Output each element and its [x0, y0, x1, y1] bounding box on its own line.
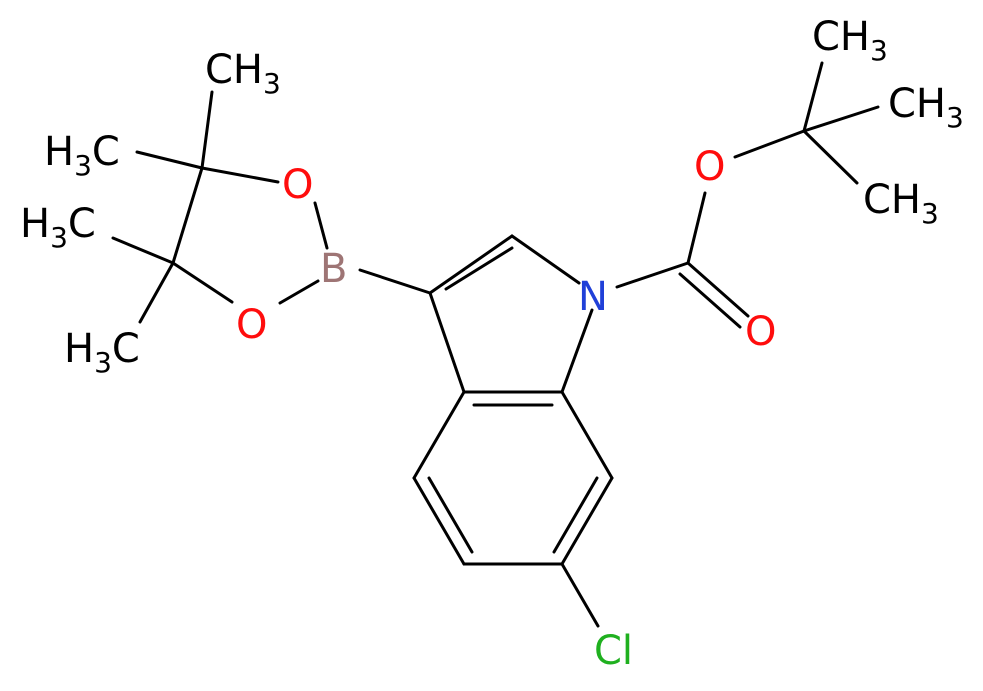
bond-c2-methyl-lower-left — [138, 261, 175, 324]
bond-c-carbonyl-o-double-2 — [678, 272, 742, 329]
bond-cq-methyl-top — [802, 61, 824, 133]
bond-cq-methyl-right — [802, 105, 880, 133]
bond-c1-c2 — [171, 166, 204, 265]
bond-c6-cl — [560, 562, 600, 628]
bond-c3-c2i-inner — [444, 246, 514, 291]
oxygen-ring-upper-label: O — [282, 162, 313, 208]
bond-c-carbonyl-o-double-1 — [686, 261, 750, 318]
oxygen-ester-label: O — [694, 144, 725, 190]
chlorine-label: Cl — [594, 628, 633, 674]
tbu-methyl-top-label: CH3 — [812, 14, 888, 67]
oxygen-carbonyl-label: O — [745, 309, 776, 355]
atom-labels: CH3 H3C H3C H3C O B O N O O CH3 CH3 — [20, 14, 964, 674]
bond-c3-c3a — [428, 291, 466, 394]
bond-o-lower-b — [278, 279, 320, 305]
bond-c1-o-upper — [200, 166, 280, 184]
bond-n-c7a — [560, 308, 594, 394]
bond-c6-c7-inner — [552, 476, 599, 554]
nitrogen-label: N — [578, 274, 608, 320]
bond-c-carbonyl-o-ester — [686, 191, 707, 265]
bond-c2i-n — [510, 234, 581, 285]
methyl-mid-left-label: H3C — [20, 201, 96, 254]
tbu-methyl-bottom-label: CH3 — [863, 177, 939, 230]
bonds — [111, 61, 880, 628]
bond-c2-methyl-mid-left — [111, 236, 175, 265]
tbu-methyl-right-label: CH3 — [888, 81, 964, 134]
boron-label: B — [320, 246, 347, 292]
oxygen-ring-lower-label: O — [236, 302, 267, 348]
bond-b-c3 — [358, 268, 432, 295]
bond-n-c-carbonyl — [615, 261, 690, 289]
bond-c4-c5 — [412, 476, 466, 566]
bond-c4-c5-inner — [427, 476, 474, 554]
methyl-lower-left-label: H3C — [64, 326, 140, 379]
bond-c6-c7 — [560, 476, 614, 566]
bond-c1-methyl-upper-left — [135, 150, 204, 170]
methyl-upper-left-label: H3C — [44, 129, 120, 182]
bond-c3-c2i — [428, 234, 514, 295]
bond-o-upper-b — [313, 201, 329, 250]
bond-cq-methyl-bottom — [802, 129, 859, 185]
bond-o-ester-cq — [733, 129, 806, 159]
methyl-top-label: CH3 — [205, 47, 281, 100]
bond-c1-methyl-top — [200, 90, 214, 170]
bond-c7-c7a — [560, 390, 614, 480]
bond-c3a-c4 — [412, 390, 466, 480]
bond-c2-o-lower — [171, 261, 234, 304]
